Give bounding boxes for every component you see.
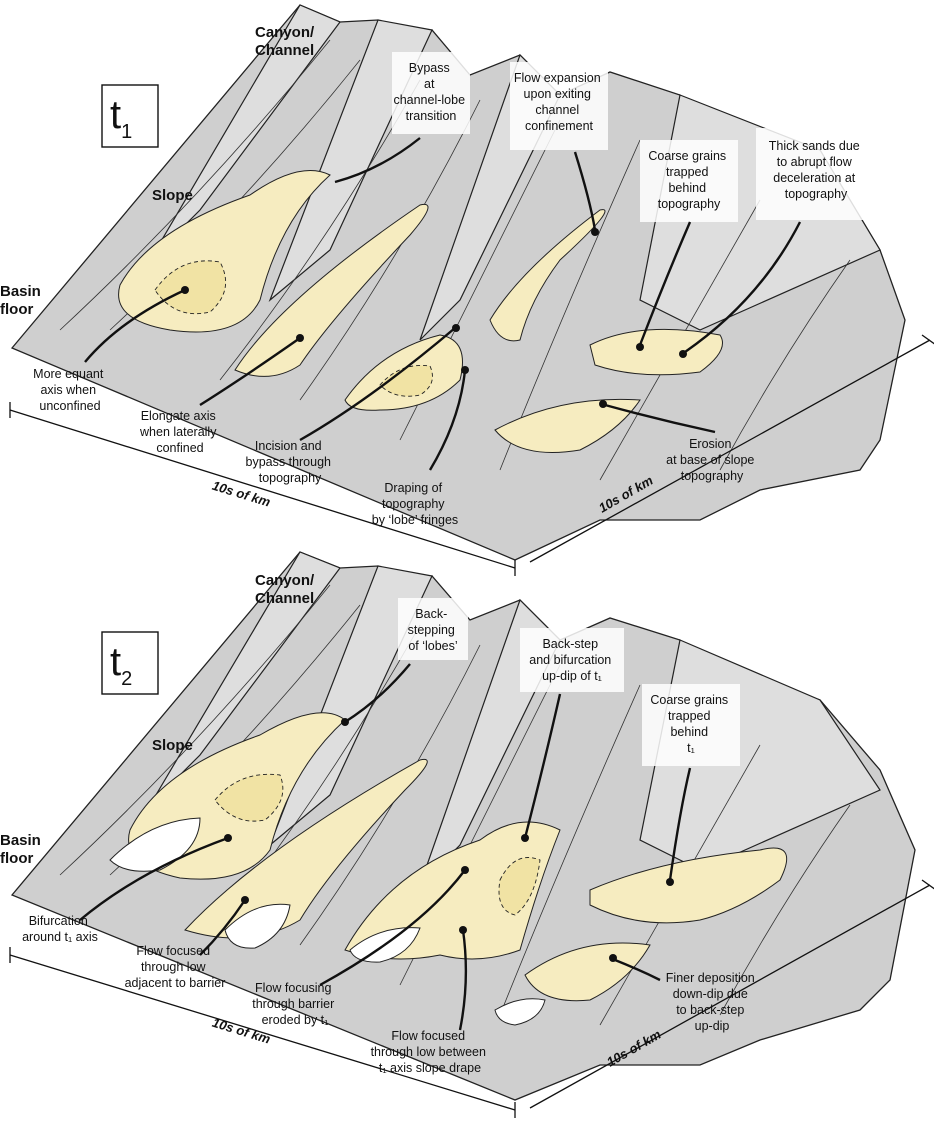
label-elongate-axis: Elongate axis when laterally confined [139, 409, 220, 455]
annotation-thick-sands: Thick sands due to abrupt flow decelerat… [769, 139, 864, 201]
channel-label: Channel [255, 590, 314, 607]
label-flow-focused-between: Flow focused through low between t₁ axis… [371, 1029, 490, 1075]
lobe-white [494, 998, 546, 1026]
lobe-inner [498, 857, 541, 916]
time-label-box [101, 631, 159, 695]
lobe [489, 209, 606, 342]
lobe [344, 821, 561, 960]
annotation-back-stepping: Back- stepping of ‘lobes’ [408, 607, 459, 653]
label-incision-bypass: Incision and bypass through topography [246, 439, 335, 485]
lobe [589, 328, 723, 376]
panel-t2: Canyon/ Channel Slope Basin floor t2 Bac… [0, 551, 934, 1118]
label-flow-focused-low: Flow focused through low adjacent to bar… [125, 944, 226, 990]
canyon-label: Canyon/ [255, 24, 315, 41]
annotation-coarse-grains-t1: Coarse grains trapped behind t₁ [650, 693, 731, 755]
ridge [149, 551, 341, 806]
annotation-bypass: Bypass at channel-lobe transition [393, 61, 468, 123]
lobe [234, 203, 429, 377]
slope-label: Slope [152, 737, 193, 754]
annotation-coarse-grains: Coarse grains trapped behind topography [648, 149, 729, 211]
slope-label: Slope [152, 187, 193, 204]
label-erosion: Erosion at base of slope topography [666, 437, 758, 483]
basin-label: Basin [0, 832, 41, 849]
ridge [149, 4, 341, 261]
pointer-lines [84, 137, 802, 471]
panel-t1: Canyon/ Channel Slope Basin floor t1 Byp… [0, 4, 934, 576]
time-label: t1 [110, 93, 132, 143]
lobe-inner [379, 364, 433, 397]
label-bifurcation: Bifurcation around t₁ axis [22, 914, 98, 944]
lobe-white [224, 903, 291, 949]
floor-label: floor [0, 850, 33, 867]
annotation-flow-expansion: Flow expansion upon exiting channel conf… [514, 71, 604, 133]
lobe-inner [214, 773, 284, 822]
annotation-back-step-bifurcation: Back-step and bifurcation up-dip of t₁ [529, 637, 615, 683]
label-draping: Draping of topography by ‘lobe’ fringes [372, 481, 458, 527]
canyon-label: Canyon/ [255, 572, 315, 589]
basin-label: Basin [0, 283, 41, 300]
lobe-inner [154, 260, 227, 315]
time-label-box [101, 84, 159, 148]
pointer-lines [79, 663, 692, 1031]
time-label: t2 [110, 640, 132, 690]
channel-label: Channel [255, 42, 314, 59]
floor-label: floor [0, 301, 33, 318]
ridge [268, 19, 433, 302]
label-flow-focusing-barrier: Flow focusing through barrier eroded by … [252, 981, 337, 1027]
lobe [494, 398, 641, 453]
lobe [589, 847, 788, 924]
label-more-equant: More equant axis when unconfined [33, 367, 107, 413]
